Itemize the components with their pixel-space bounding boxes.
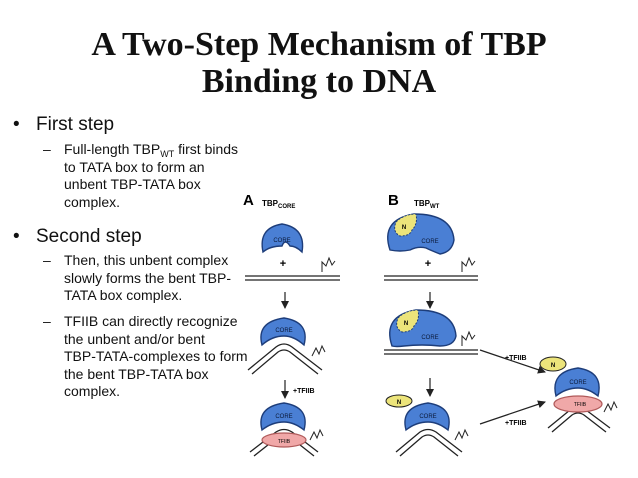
panel-a-letter: A — [243, 192, 254, 209]
slide-title: A Two-Step Mechanism of TBP Binding to D… — [0, 26, 638, 100]
n-label: N — [397, 400, 401, 406]
sub-bullet-line: Then, this unbent complex — [64, 252, 229, 268]
tfiib-label: TFIIB — [278, 439, 291, 445]
sub-bullet-line: TFIIB can directly recognize — [64, 313, 238, 329]
transcription-start-icon — [309, 428, 324, 441]
core-protein: CORE — [404, 402, 450, 432]
core-label: CORE — [275, 414, 292, 420]
sub-bullet-dash: – — [43, 313, 51, 329]
transcription-start-icon — [321, 256, 336, 272]
slide-title-line2: Binding to DNA — [201, 63, 437, 100]
sub-bullet-line: complex. — [64, 383, 121, 399]
plus-sign: + — [425, 258, 431, 270]
plus-sign: + — [280, 258, 286, 270]
arrow-to-tfiib-complex — [479, 400, 546, 425]
core-protein: CORE — [261, 223, 304, 254]
bullet-text: Second step — [36, 226, 142, 247]
sub-bullet-line: the unbent and/or bent — [64, 330, 205, 347]
sub-bullet-line: the bent TBP-TATA box — [64, 365, 209, 382]
tbp-wt-protein: N CORE — [387, 213, 455, 255]
core-protein: CORE — [554, 367, 600, 398]
bullet-text: First step — [36, 114, 115, 135]
n-domain-free: N — [385, 394, 413, 408]
core-label: CORE — [273, 238, 290, 244]
tbp-wt-protein: N CORE — [389, 309, 457, 348]
plus-tfiib-label: +TFIIB — [293, 388, 315, 395]
tfiib-protein: TFIIB — [261, 432, 307, 448]
transcription-start-icon — [311, 344, 326, 357]
sub-bullet-dash: – — [43, 141, 51, 157]
transcription-start-icon — [454, 428, 469, 441]
core-protein: CORE — [260, 402, 306, 432]
dna-straight — [245, 275, 340, 281]
n-domain-free: N — [539, 356, 567, 372]
core-label: CORE — [419, 414, 436, 420]
sub-bullet-line: first binds — [174, 141, 239, 157]
panel-a-heading: TBPCORE — [262, 199, 295, 210]
core-label: CORE — [421, 239, 438, 245]
n-label: N — [551, 363, 555, 369]
bullet-dot: • — [13, 114, 20, 135]
dna-straight — [384, 275, 478, 281]
n-label: N — [404, 321, 408, 327]
sub-bullet-text: Then, this unbent complex slowly forms t… — [64, 252, 264, 305]
slide-title-line1: A Two-Step Mechanism of TBP — [91, 26, 547, 63]
sub-bullet-subscript: WT — [160, 149, 175, 159]
dna-straight — [384, 349, 478, 355]
dna-bent — [247, 343, 323, 375]
sub-bullet-text: Full-length TBPWT first binds to TATA bo… — [64, 141, 264, 211]
dna-bent — [395, 428, 463, 457]
tfiib-label: TFIIB — [574, 402, 587, 408]
plus-tfiib-label: +TFIIB — [505, 420, 527, 427]
sub-bullet-line: TATA box complex. — [64, 287, 183, 303]
plus-tfiib-label: +TFIIB — [505, 355, 527, 362]
sub-bullet-line: TBP-TATA-complexes to form — [64, 348, 248, 364]
sub-bullet-dash: – — [43, 252, 51, 268]
panel-b-heading: TBPWT — [414, 199, 440, 210]
sub-bullet-line: unbent TBP-TATA box — [64, 176, 201, 192]
sub-bullet-line: slowly forms the bent TBP- — [64, 269, 232, 286]
core-label: CORE — [275, 328, 292, 334]
core-label: CORE — [421, 335, 438, 341]
core-label: CORE — [569, 380, 586, 386]
sub-bullet-text: TFIIB can directly recognize the unbent … — [64, 313, 264, 401]
sub-bullet-line: complex. — [64, 193, 121, 210]
transcription-start-icon — [603, 400, 618, 413]
transcription-start-icon — [461, 330, 476, 346]
bullet-dot: • — [13, 226, 20, 247]
sub-bullet-line: to TATA box to form an — [64, 158, 205, 175]
n-label: N — [402, 225, 406, 231]
arrow-to-tfiib-complex — [479, 349, 546, 374]
core-protein: CORE — [260, 317, 306, 347]
sub-bullet-text-pre: Full-length TBP — [64, 141, 161, 157]
panel-b-letter: B — [388, 192, 399, 209]
transcription-start-icon — [461, 256, 476, 272]
bullet-list: • First step – Full-length TBPWT first b… — [0, 0, 270, 478]
tfiib-protein: TFIIB — [553, 395, 603, 413]
